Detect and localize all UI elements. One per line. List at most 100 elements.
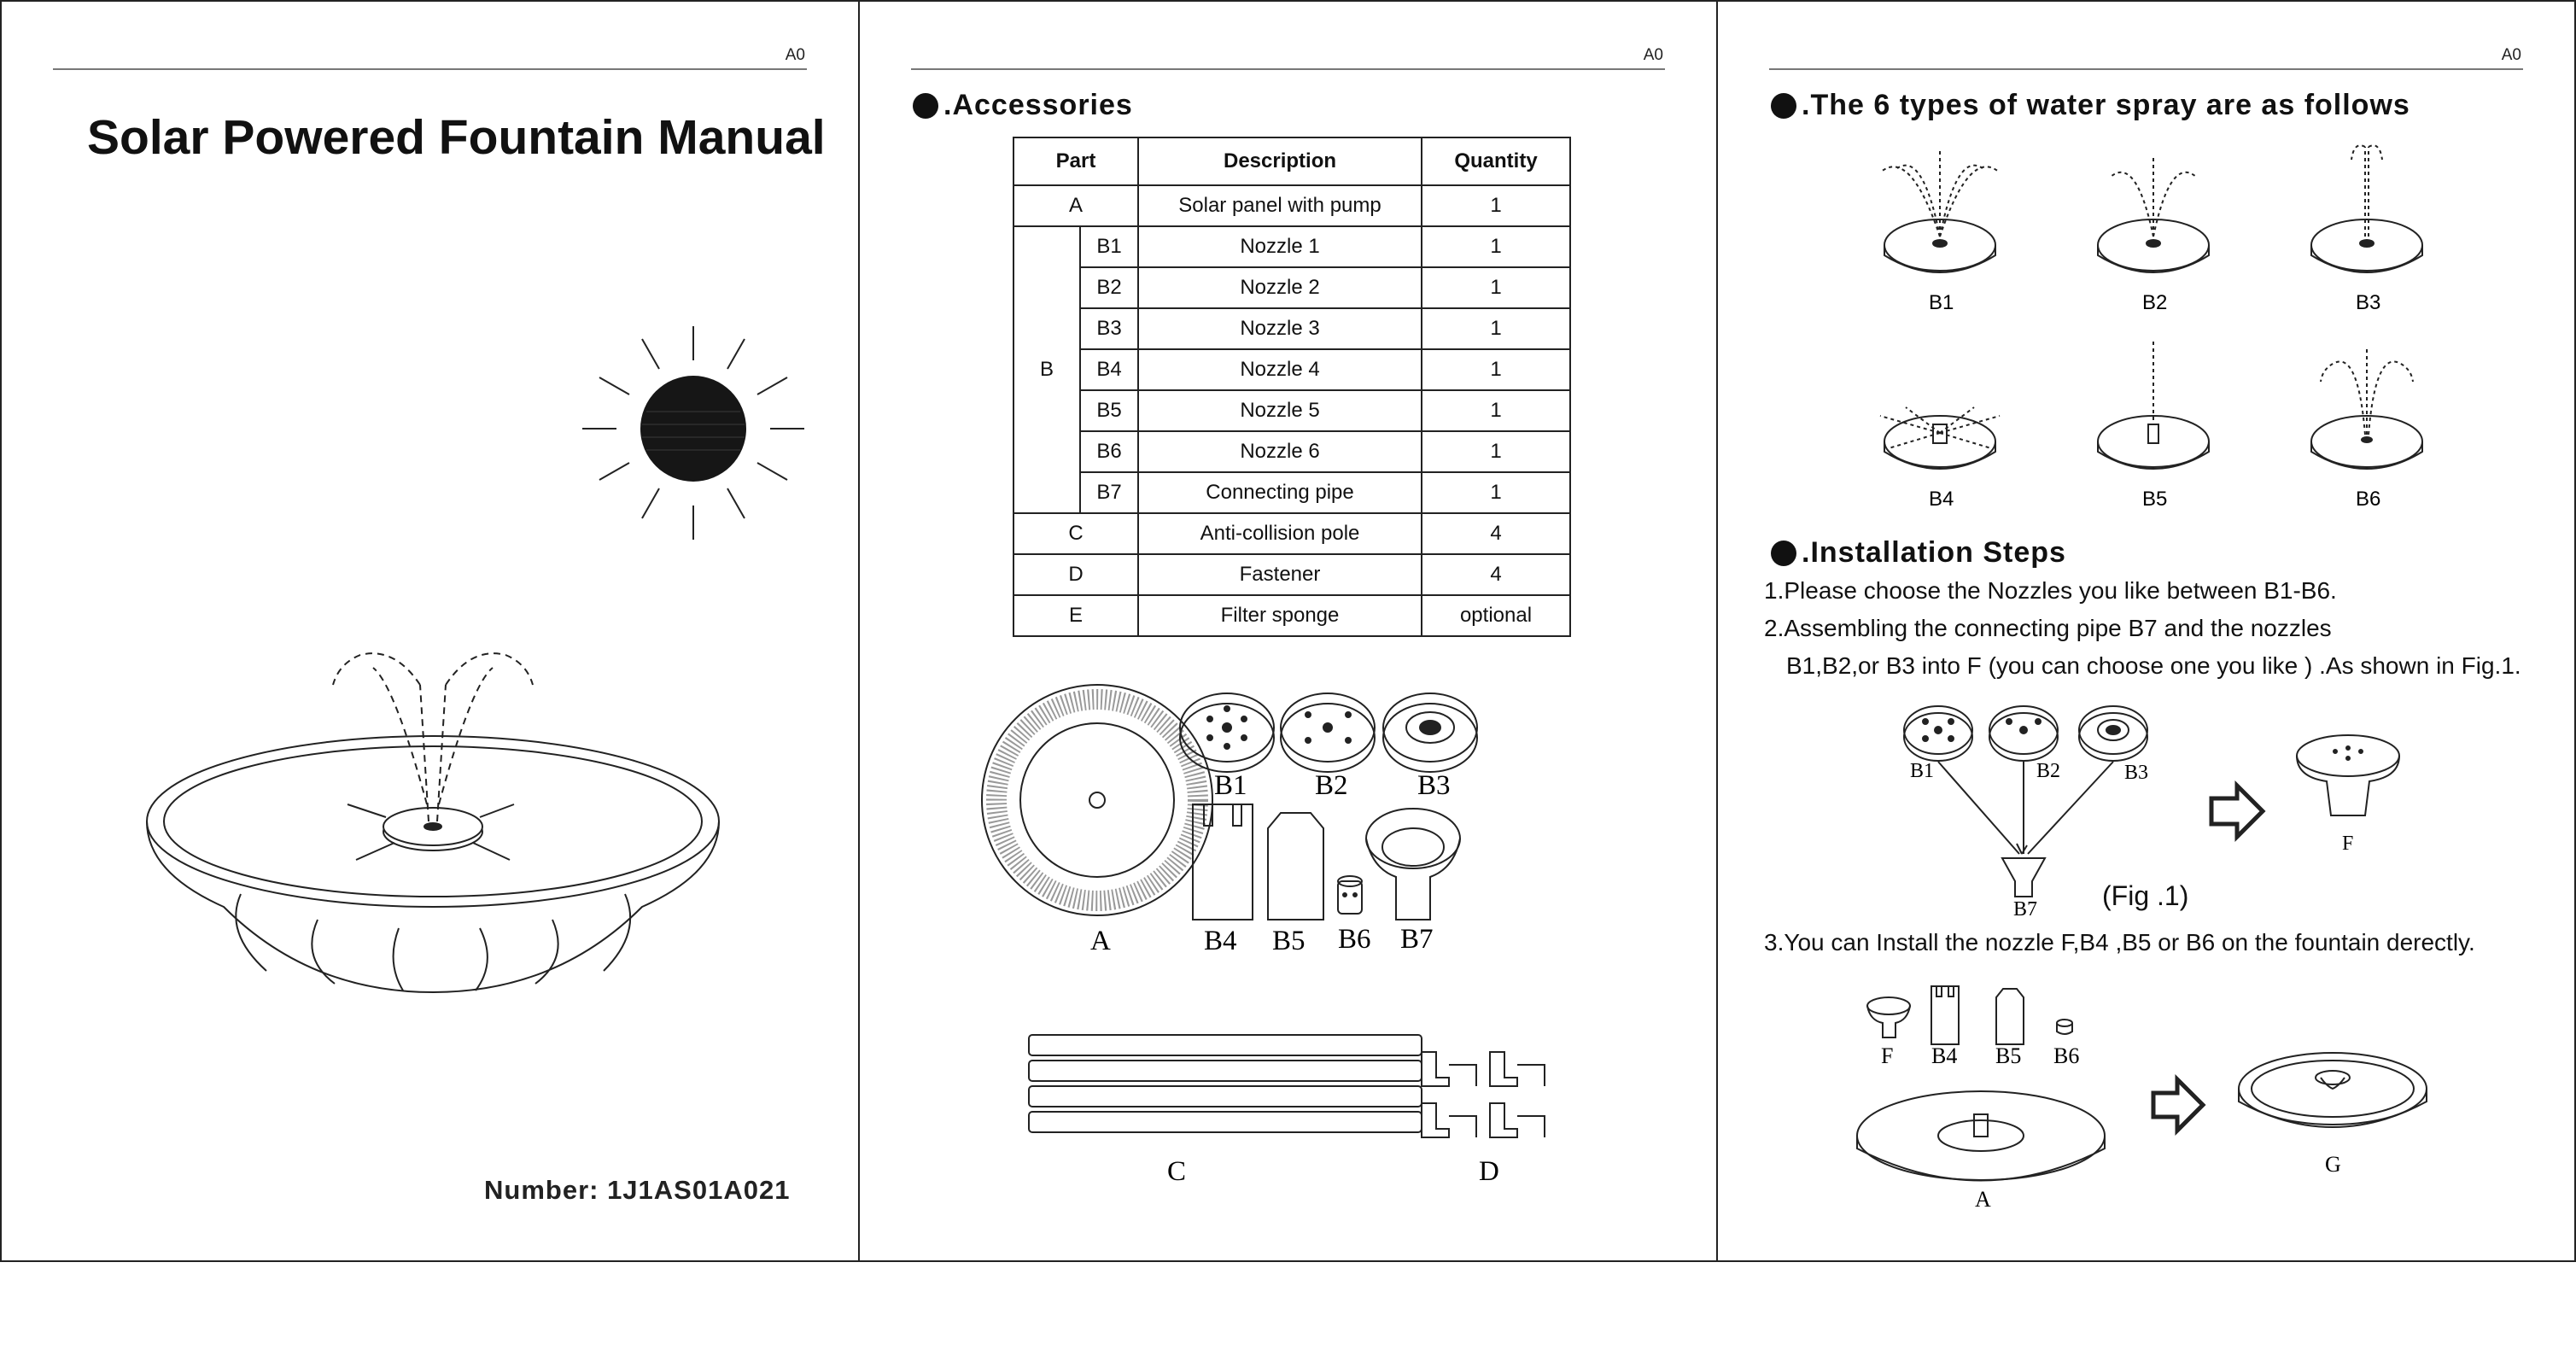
quantity-cell: 1 — [1421, 348, 1571, 391]
table-row: C Anti-collision pole 4 — [1013, 512, 1571, 555]
part-cell: A — [1013, 184, 1139, 227]
quantity-cell: 1 — [1421, 184, 1571, 227]
description-cell: Nozzle 5 — [1137, 389, 1422, 432]
fountain-illustration — [146, 652, 720, 994]
label-b7: B7 — [1400, 924, 1434, 955]
accessories-heading-text: .Accessories — [943, 89, 1133, 121]
accessories-page: A0 .Accessories Part Description Quantit… — [858, 0, 1718, 1262]
description-cell: Nozzle 4 — [1137, 348, 1422, 391]
table-header-row: Part Description Quantity — [1013, 137, 1571, 186]
table-row: D Fastener 4 — [1013, 553, 1571, 596]
spray-label-b4: B4 — [1929, 488, 1954, 511]
spray-label-b2: B2 — [2142, 291, 2167, 314]
table-row: B4 Nozzle 4 1 — [1013, 348, 1571, 391]
install-step-2-cont: B1,B2,or B3 into F (you can choose one y… — [1786, 652, 2521, 679]
label-b1: B1 — [1214, 770, 1247, 801]
accessories-drawings: A B1 B2 B3 B4 B5 B6 B7 C D — [981, 684, 1545, 1187]
spray-label-b6: B6 — [2356, 488, 2380, 511]
quantity-cell: 1 — [1421, 430, 1571, 473]
header-description: Description — [1137, 137, 1422, 186]
bullet-icon — [1771, 540, 1796, 566]
fig2-label-b4: B4 — [1931, 1043, 1957, 1068]
label-a: A — [1090, 926, 1111, 956]
subpart-cell: B7 — [1079, 471, 1139, 514]
install-step-2: 2.Assembling the connecting pipe B7 and … — [1764, 615, 2332, 641]
manual-title: Solar Powered Fountain Manual — [87, 110, 826, 165]
spray-label-b1: B1 — [1929, 291, 1954, 314]
accessories-heading: .Accessories — [913, 89, 1133, 122]
fig2-label-g: G — [2325, 1152, 2341, 1177]
quantity-cell: 1 — [1421, 389, 1571, 432]
quantity-cell: optional — [1421, 594, 1571, 637]
header-rule — [911, 68, 1665, 70]
table-row: A Solar panel with pump 1 — [1013, 184, 1571, 227]
spray-heading-text: .The 6 types of water spray are as follo… — [1802, 89, 2410, 121]
description-cell: Solar panel with pump — [1137, 184, 1422, 227]
part-cell: D — [1013, 553, 1139, 596]
quantity-cell: 4 — [1421, 553, 1571, 596]
subpart-cell: B4 — [1079, 348, 1139, 391]
fig1-caption: (Fig .1) — [2102, 880, 2189, 911]
fig2-drawing: F B4 B5 B6 A G — [1856, 985, 2427, 1212]
fig2-label-f: F — [1881, 1043, 1893, 1068]
label-b6: B6 — [1338, 924, 1371, 955]
table-row: B3 Nozzle 3 1 — [1013, 307, 1571, 350]
table-row: E Filter sponge optional — [1013, 594, 1571, 637]
header-rule — [1769, 68, 2523, 70]
table-row: B7 Connecting pipe 1 — [1013, 471, 1571, 514]
fig1-label-f: F — [2342, 833, 2353, 855]
description-cell: Nozzle 2 — [1137, 266, 1422, 309]
header-quantity: Quantity — [1421, 137, 1571, 186]
subpart-cell: B1 — [1079, 225, 1139, 268]
description-cell: Filter sponge — [1137, 594, 1422, 637]
spray-heading: .The 6 types of water spray are as follo… — [1771, 89, 2410, 122]
table-row: B6 Nozzle 6 1 — [1013, 430, 1571, 473]
quantity-cell: 1 — [1421, 266, 1571, 309]
fig2-label-b5: B5 — [1995, 1043, 2021, 1068]
page-code: A0 — [785, 46, 805, 64]
bullet-icon — [913, 92, 938, 119]
cover-page: A0 Solar Powered Fountain Manual — [0, 0, 860, 1262]
spray-label-b5: B5 — [2142, 488, 2167, 511]
fig1-label-b1: B1 — [1910, 760, 1934, 782]
fig1-drawing: B1 B2 B3 B7 F — [1903, 705, 2400, 920]
page-code: A0 — [1643, 46, 1663, 64]
manual-number: Number: 1J1AS01A021 — [484, 1175, 791, 1205]
sun-illustration — [582, 326, 804, 540]
description-cell: Connecting pipe — [1137, 471, 1422, 514]
fig1-label-b2: B2 — [2036, 760, 2060, 782]
part-cell: C — [1013, 512, 1139, 555]
spray-installation-page: A0 .The 6 types of water spray are as fo… — [1716, 0, 2576, 1262]
bullet-icon — [1771, 92, 1796, 119]
fig2-label-b6: B6 — [2053, 1043, 2079, 1068]
description-cell: Nozzle 6 — [1137, 430, 1422, 473]
accessories-table: Part Description Quantity A Solar panel … — [1013, 137, 1571, 637]
installation-heading-text: .Installation Steps — [1802, 536, 2066, 569]
spray-types-drawing: B1 B2 B3 B4 B5 B6 — [1879, 144, 2423, 511]
quantity-cell: 4 — [1421, 512, 1571, 555]
table-row: B2 Nozzle 2 1 — [1013, 266, 1571, 309]
table-row: B B1 Nozzle 1 1 — [1013, 225, 1571, 514]
subpart-cell: B6 — [1079, 430, 1139, 473]
label-b4: B4 — [1204, 926, 1237, 956]
quantity-cell: 1 — [1421, 307, 1571, 350]
subpart-cell: B2 — [1079, 266, 1139, 309]
label-c: C — [1167, 1156, 1186, 1187]
install-step-3: 3.You can Install the nozzle F,B4 ,B5 or… — [1764, 929, 2475, 956]
part-group-cell: B — [1013, 225, 1081, 514]
subpart-cell: B5 — [1079, 389, 1139, 432]
table-row: B5 Nozzle 5 1 — [1013, 389, 1571, 432]
quantity-cell: 1 — [1421, 225, 1571, 268]
fig1-label-b7: B7 — [2013, 898, 2037, 920]
installation-heading: .Installation Steps — [1771, 536, 2066, 570]
description-cell: Nozzle 1 — [1137, 225, 1422, 268]
spray-label-b3: B3 — [2356, 291, 2380, 314]
header-rule — [53, 68, 807, 70]
page-code: A0 — [2501, 46, 2521, 64]
label-d: D — [1479, 1156, 1499, 1187]
quantity-cell: 1 — [1421, 471, 1571, 514]
install-step-1: 1.Please choose the Nozzles you like bet… — [1764, 577, 2337, 604]
label-b5: B5 — [1272, 926, 1306, 956]
fig1-label-b3: B3 — [2124, 762, 2148, 784]
description-cell: Nozzle 3 — [1137, 307, 1422, 350]
